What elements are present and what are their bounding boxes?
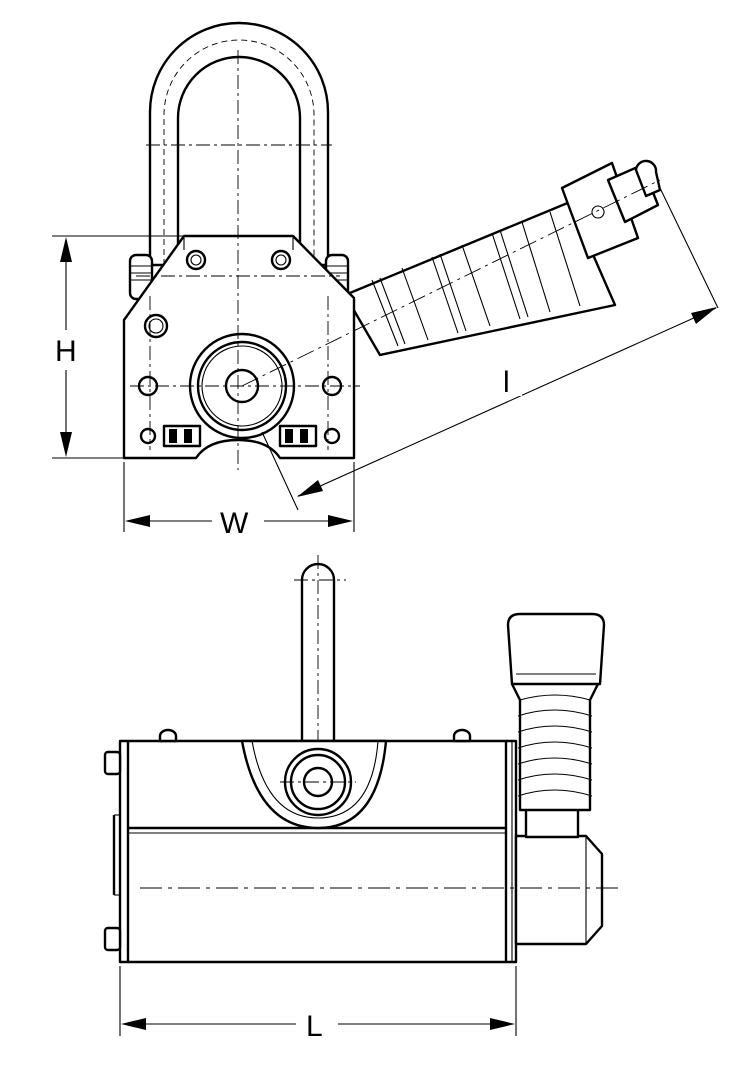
lifting-shackle bbox=[146, 21, 332, 267]
side-arch bbox=[240, 739, 388, 830]
front-view: H W l bbox=[50, 21, 719, 540]
dimension-h-label: H bbox=[55, 335, 77, 368]
dimension-l-handle: l bbox=[261, 187, 719, 511]
handle-grip bbox=[343, 200, 617, 357]
dimension-l-label: L bbox=[306, 1010, 323, 1043]
status-windows bbox=[162, 424, 318, 448]
dimension-w: W bbox=[123, 462, 355, 540]
dimension-l-handle-label: l bbox=[503, 366, 510, 399]
side-handle-housing bbox=[514, 834, 604, 946]
dimension-h: H bbox=[50, 235, 184, 459]
dimension-w-label: W bbox=[220, 507, 249, 540]
side-view: L bbox=[103, 555, 622, 1043]
handle-end-cap bbox=[560, 159, 662, 260]
side-shackle bbox=[294, 555, 346, 774]
side-handle-grip bbox=[506, 612, 606, 839]
dimension-l: L bbox=[119, 966, 517, 1043]
